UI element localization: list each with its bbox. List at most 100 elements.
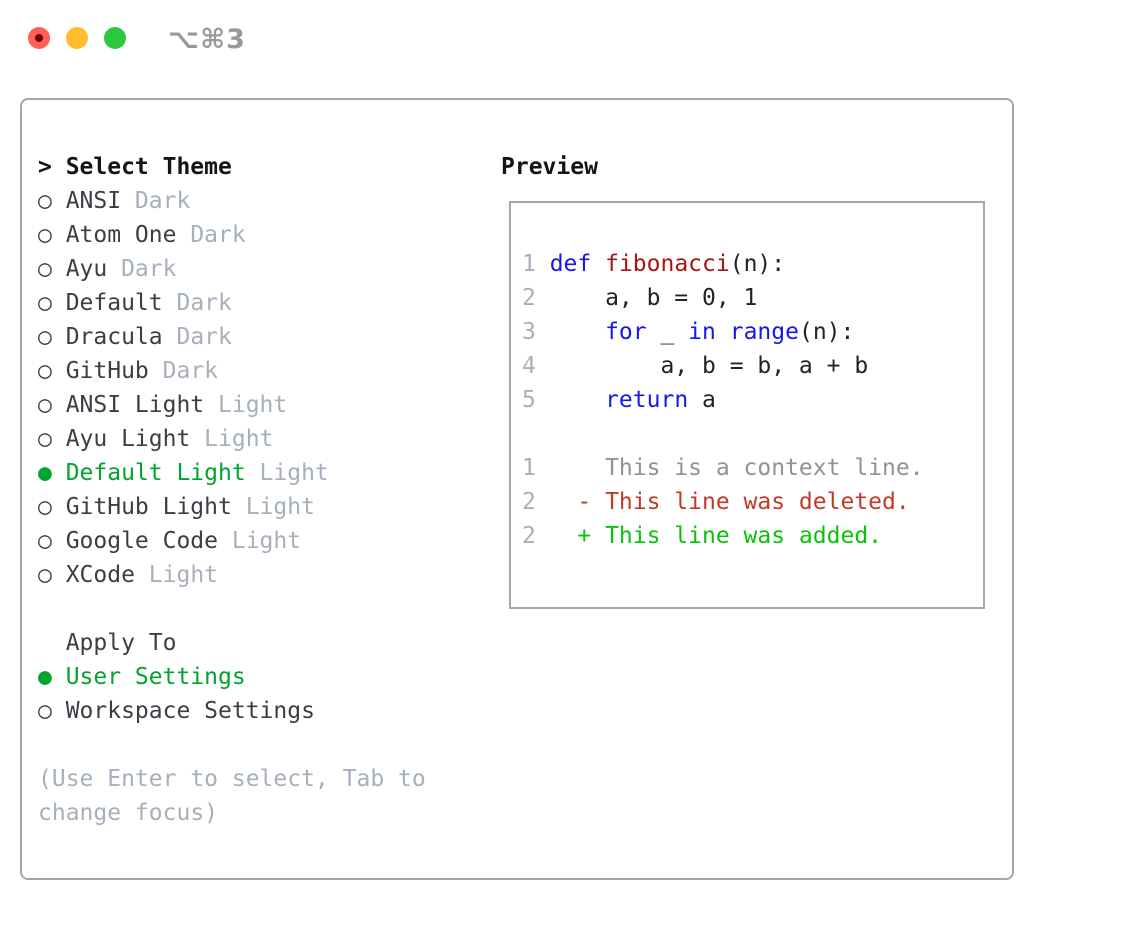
code-segment xyxy=(550,387,605,413)
line-number: 4 xyxy=(522,353,536,379)
code-segment: a, b = b, a + b xyxy=(549,353,869,379)
theme-variant: Light xyxy=(148,562,219,588)
line-number: 2 xyxy=(522,285,536,311)
code-segment: in xyxy=(688,319,716,345)
window-title: ⌥⌘3 xyxy=(168,24,246,55)
theme-name: Default Light xyxy=(65,460,246,486)
radio-icon: ○ xyxy=(38,562,52,588)
theme-variant: Dark xyxy=(176,290,232,316)
code-segment: + This line was added. xyxy=(549,523,883,549)
radio-icon: ● xyxy=(38,460,52,486)
theme-name: Default xyxy=(65,290,163,316)
theme-variant: Dark xyxy=(162,358,219,384)
line-number: 1 xyxy=(522,455,536,481)
theme-item[interactable]: ○ Default Dark xyxy=(38,286,498,320)
apply-to-option[interactable]: ● User Settings xyxy=(38,660,498,694)
code-segment xyxy=(591,251,605,277)
code-segment: a, b = 0, 1 xyxy=(549,285,758,311)
theme-variant: Light xyxy=(218,392,288,418)
code-segment xyxy=(716,319,730,345)
theme-name: XCode xyxy=(65,562,135,588)
theme-variant: Light xyxy=(231,528,302,554)
theme-item[interactable]: ○ GitHub Light Light xyxy=(38,490,498,524)
hint-text: change focus) xyxy=(38,800,219,826)
line-number: 1 xyxy=(522,251,536,277)
theme-item[interactable]: ○ ANSI Light Light xyxy=(38,388,498,422)
theme-variant: Light xyxy=(259,460,329,486)
code-segment: range xyxy=(729,319,799,345)
line-number: 3 xyxy=(522,319,536,345)
theme-item[interactable]: ○ Atom One Dark xyxy=(38,218,498,252)
theme-name: GitHub xyxy=(65,358,149,384)
radio-icon: ○ xyxy=(38,222,52,248)
zoom-button-icon[interactable] xyxy=(104,27,126,49)
option-label: Workspace Settings xyxy=(65,698,315,724)
code-segment: fibonacci xyxy=(605,251,730,277)
code-segment: - This line was deleted. xyxy=(549,489,910,515)
focus-cursor-icon: > xyxy=(38,154,52,180)
theme-name: ANSI xyxy=(65,188,122,214)
theme-name: Google Code xyxy=(65,528,219,554)
theme-variant: Light xyxy=(245,494,315,520)
code-line: 1 This is a context line. xyxy=(522,451,983,485)
theme-item[interactable]: ○ Google Code Light xyxy=(38,524,498,558)
code-segment xyxy=(550,319,605,345)
traffic-lights xyxy=(28,27,126,49)
theme-item[interactable]: ○ ANSI Dark xyxy=(38,184,498,218)
titlebar: ⌥⌘3 xyxy=(0,0,1140,76)
theme-variant: Dark xyxy=(134,188,191,214)
spacer-row xyxy=(38,728,498,762)
code-segment: a xyxy=(688,387,716,413)
minimize-button-icon[interactable] xyxy=(66,27,88,49)
theme-name: Dracula xyxy=(65,324,163,350)
theme-name: ANSI Light xyxy=(65,392,205,418)
radio-icon: ○ xyxy=(38,698,52,724)
radio-icon: ○ xyxy=(38,290,52,316)
theme-variant: Dark xyxy=(121,256,177,282)
theme-name: Atom One xyxy=(65,222,177,248)
code-segment: _ xyxy=(646,319,689,345)
radio-icon: ○ xyxy=(38,426,52,452)
theme-variant: Dark xyxy=(190,222,246,248)
line-number: 2 xyxy=(522,489,536,515)
theme-name: GitHub Light xyxy=(65,494,232,520)
radio-icon: ○ xyxy=(38,528,52,554)
apply-to-option[interactable]: ○ Workspace Settings xyxy=(38,694,498,728)
radio-icon: ● xyxy=(38,664,52,690)
radio-icon: ○ xyxy=(38,392,52,418)
code-line: 5 return a xyxy=(522,383,983,417)
theme-list-header: > Select Theme xyxy=(38,150,498,184)
radio-icon: ○ xyxy=(38,188,52,214)
close-button-icon[interactable] xyxy=(28,27,50,49)
apply-to-header: Apply To xyxy=(38,626,498,660)
theme-item[interactable]: ○ GitHub Dark xyxy=(38,354,498,388)
code-segment: for xyxy=(605,319,647,345)
code-segment: This is a context line. xyxy=(549,455,924,481)
theme-variant: Dark xyxy=(176,324,232,350)
code-segment: def xyxy=(549,251,592,277)
code-line xyxy=(522,417,983,451)
hint-text: (Use Enter to select, Tab to xyxy=(38,766,426,792)
code-segment: (n): xyxy=(729,251,786,277)
theme-item[interactable]: ● Default Light Light xyxy=(38,456,498,490)
code-line: 2 - This line was deleted. xyxy=(522,485,983,519)
option-label: User Settings xyxy=(65,664,246,690)
spacer-row xyxy=(38,592,498,626)
radio-icon: ○ xyxy=(38,494,52,520)
code-segment: (n): xyxy=(798,319,855,345)
theme-item[interactable]: ○ XCode Light xyxy=(38,558,498,592)
theme-list-header-label: Select Theme xyxy=(65,154,232,180)
preview-header: Preview xyxy=(501,154,598,180)
line-number: 5 xyxy=(522,387,536,413)
code-line: 2 + This line was added. xyxy=(522,519,983,553)
radio-icon: ○ xyxy=(38,358,52,384)
code-line: 3 for _ in range(n): xyxy=(522,315,983,349)
